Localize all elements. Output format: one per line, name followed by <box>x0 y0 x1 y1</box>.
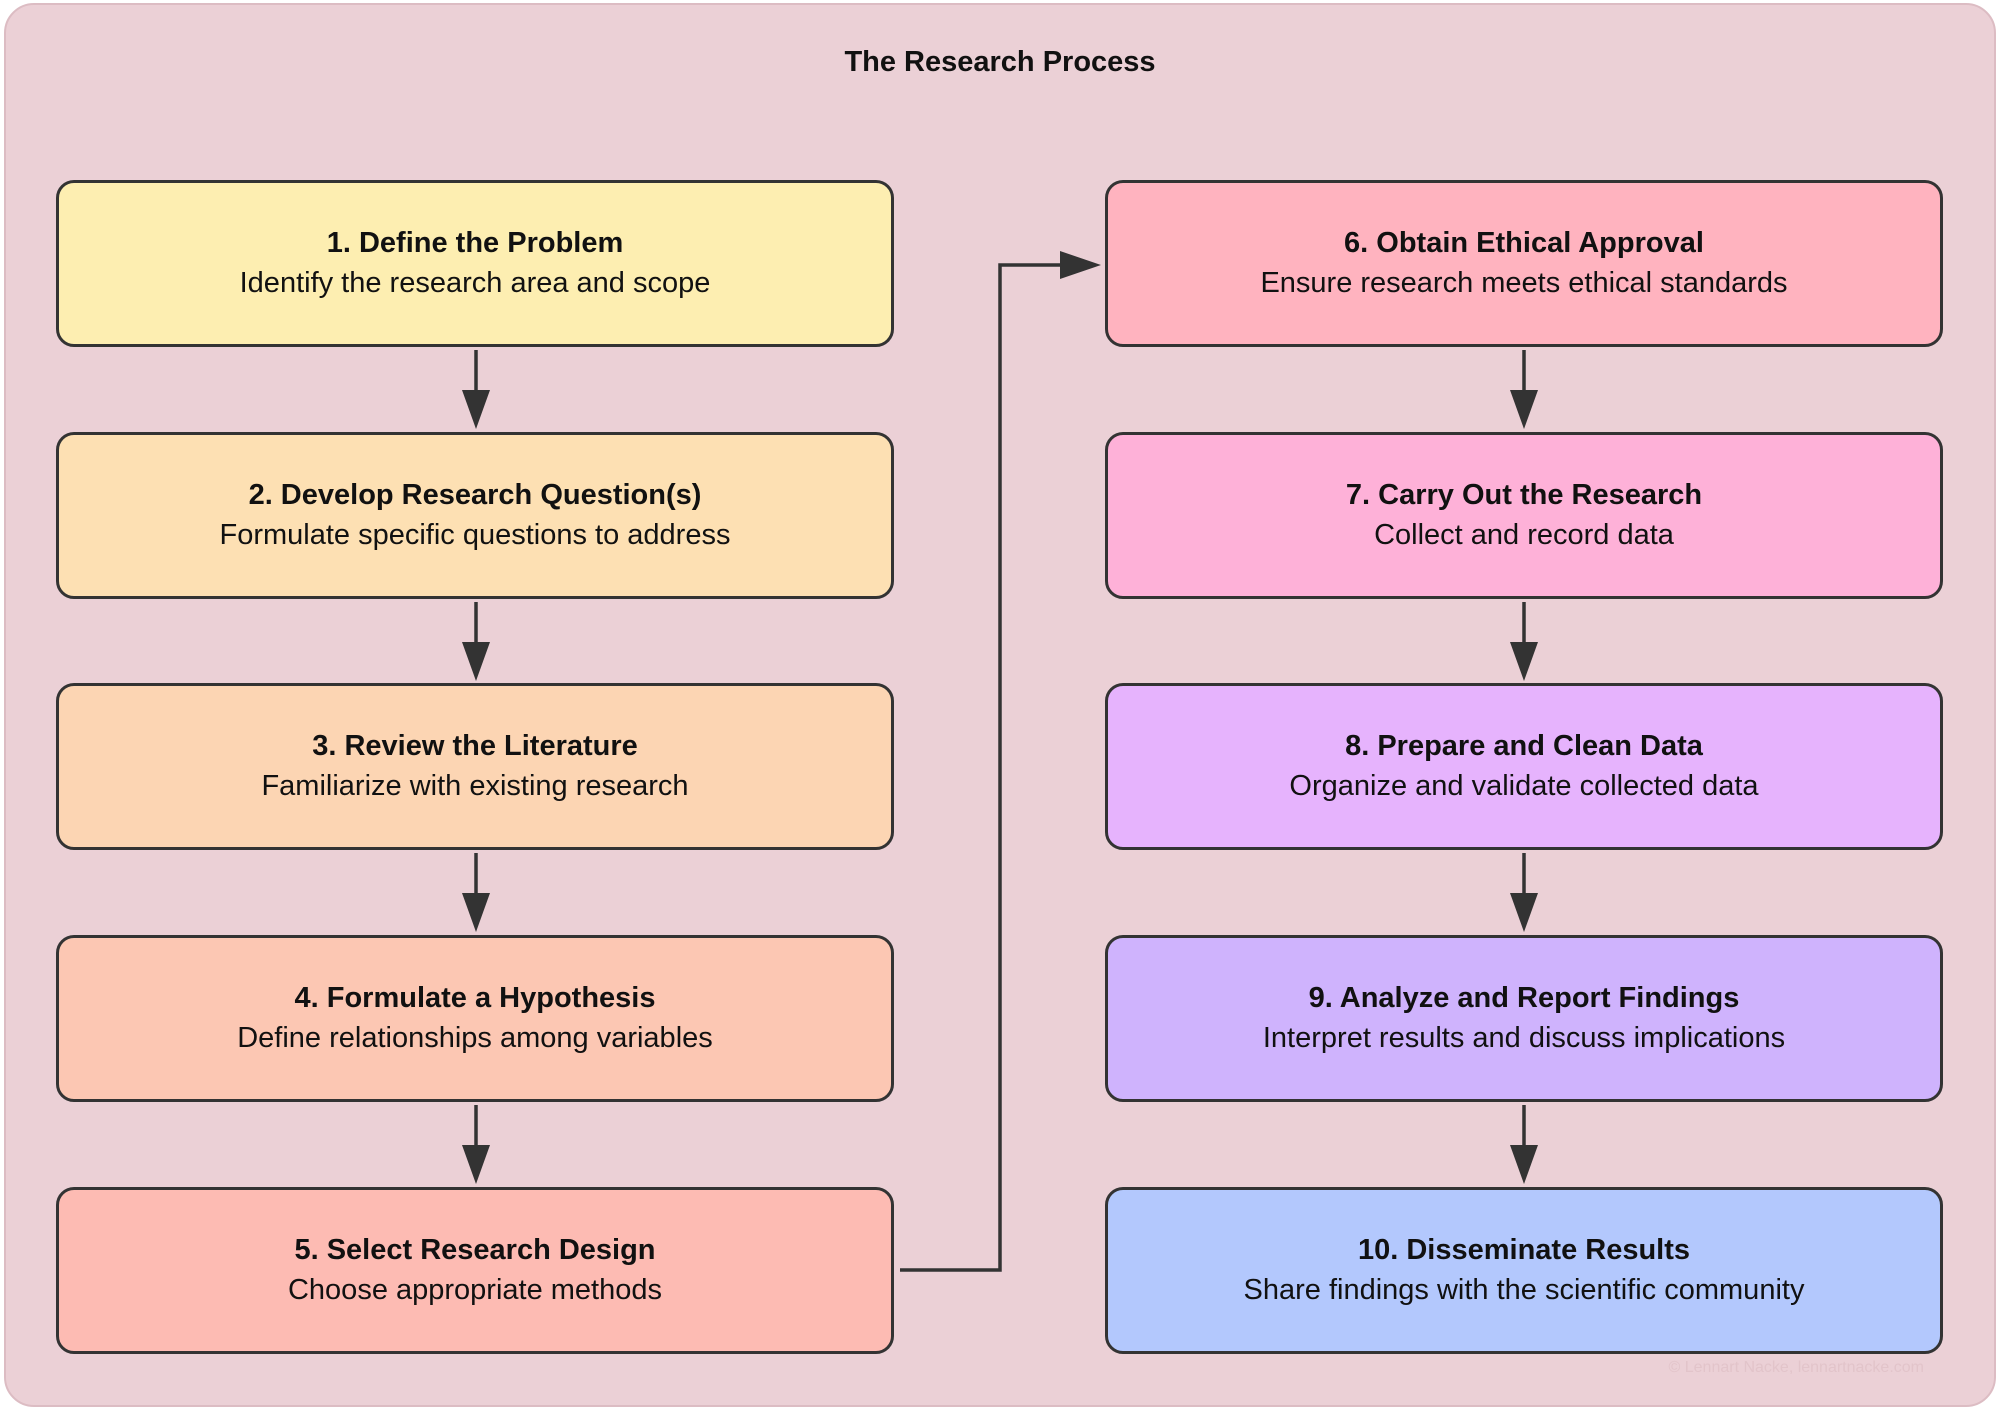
step-10-box: 10. Disseminate Results Share findings w… <box>1105 1187 1943 1354</box>
step-2-box: 2. Develop Research Question(s) Formulat… <box>56 432 894 599</box>
step-5-title: 5. Select Research Design <box>294 1233 656 1266</box>
arrow-1-to-2 <box>462 350 490 429</box>
step-9-description: Interpret results and discuss implicatio… <box>1262 1021 1786 1054</box>
arrow-8-to-9 <box>1510 853 1538 932</box>
arrow-3-to-4 <box>462 853 490 932</box>
arrow-9-to-10 <box>1510 1105 1538 1184</box>
step-9-title: 9. Analyze and Report Findings <box>1308 981 1740 1014</box>
step-5-box: 5. Select Research Design Choose appropr… <box>56 1187 894 1354</box>
step-5-description: Choose appropriate methods <box>287 1273 662 1306</box>
step-8-title: 8. Prepare and Clean Data <box>1345 729 1703 762</box>
step-4-box: 4. Formulate a Hypothesis Define relatio… <box>56 935 894 1102</box>
step-1-box: 1. Define the Problem Identify the resea… <box>56 180 894 347</box>
step-3-box: 3. Review the Literature Familiarize wit… <box>56 683 894 850</box>
step-2-title: 2. Develop Research Question(s) <box>248 478 702 511</box>
step-3-description: Familiarize with existing research <box>261 769 689 802</box>
step-7-description: Collect and record data <box>1374 518 1674 551</box>
step-4-description: Define relationships among variables <box>237 1021 713 1054</box>
step-4-title: 4. Formulate a Hypothesis <box>294 981 656 1014</box>
step-7-box: 7. Carry Out the Research Collect and re… <box>1105 432 1943 599</box>
arrow-6-to-7 <box>1510 350 1538 429</box>
arrow-2-to-3 <box>462 602 490 681</box>
step-10-title: 10. Disseminate Results <box>1357 1233 1691 1266</box>
arrow-5-to-6 <box>900 251 1101 1272</box>
step-6-description: Ensure research meets ethical standards <box>1260 266 1788 299</box>
step-8-description: Organize and validate collected data <box>1289 769 1759 802</box>
step-1-description: Identify the research area and scope <box>239 266 711 299</box>
arrow-4-to-5 <box>462 1105 490 1184</box>
step-6-title: 6. Obtain Ethical Approval <box>1344 226 1704 259</box>
arrow-7-to-8 <box>1510 602 1538 681</box>
diagram-title: The Research Process <box>844 46 1156 78</box>
step-8-box: 8. Prepare and Clean Data Organize and v… <box>1105 683 1943 850</box>
step-10-description: Share findings with the scientific commu… <box>1243 1273 1805 1306</box>
watermark: © Lennart Nacke, lennartnacke.com <box>1668 1359 1924 1376</box>
step-6-box: 6. Obtain Ethical Approval Ensure resear… <box>1105 180 1943 347</box>
step-7-title: 7. Carry Out the Research <box>1345 478 1703 511</box>
step-3-title: 3. Review the Literature <box>312 729 638 762</box>
step-2-description: Formulate specific questions to address <box>219 518 731 551</box>
step-1-title: 1. Define the Problem <box>326 226 624 259</box>
step-9-box: 9. Analyze and Report Findings Interpret… <box>1105 935 1943 1102</box>
